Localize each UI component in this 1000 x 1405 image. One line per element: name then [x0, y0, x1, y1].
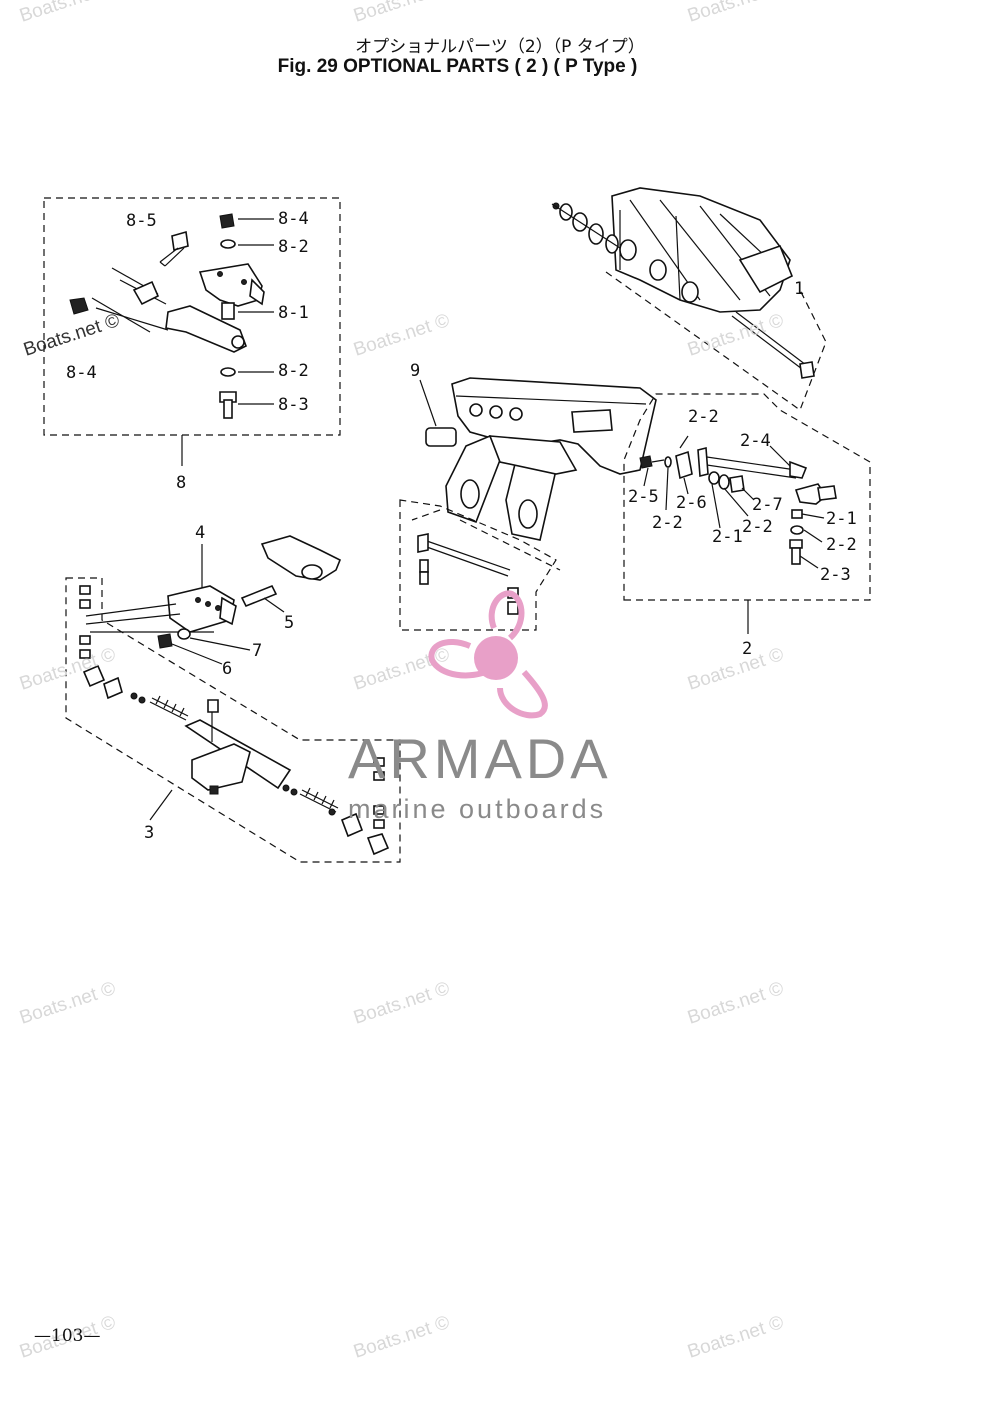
- figure-title: Fig. 29 OPTIONAL PARTS ( 2 ) ( P Type ): [277, 56, 638, 77]
- watermark: Boats.net ©: [685, 310, 786, 361]
- watermark: Boats.net ©: [351, 978, 452, 1029]
- callout-2-2-lower: 2-2: [742, 517, 773, 537]
- watermark: Boats.net ©: [17, 0, 118, 27]
- callout-4: 4: [195, 523, 205, 543]
- group-1-tilt-bracket: [551, 187, 827, 411]
- watermark: Boats.net ©: [685, 1312, 786, 1363]
- armada-logo: ARMADA marine outboards: [348, 590, 612, 824]
- callout-7: 7: [252, 641, 262, 661]
- callout-8-2: 8-2: [278, 237, 309, 257]
- watermark: Boats.net ©: [17, 978, 118, 1029]
- callout-2-1-lower: 2-1: [712, 527, 743, 547]
- callout-8-3: 8-3: [278, 395, 309, 415]
- watermark: Boats.net ©: [685, 644, 786, 695]
- group-2-tie-bar: [623, 393, 871, 634]
- group-8-steering-arm: [43, 197, 341, 466]
- callout-5: 5: [284, 613, 294, 633]
- propeller-icon: [428, 590, 548, 719]
- callout-2-2-mid: 2-2: [652, 513, 683, 533]
- page-number: —103—: [34, 1326, 101, 1346]
- callout-2-5: 2-5: [628, 487, 659, 507]
- logo-tagline: marine outboards: [348, 794, 606, 824]
- callout-2-1-right: 2-1: [826, 509, 857, 529]
- callout-8: 8: [176, 473, 186, 493]
- callout-8-4-left: 8-4: [66, 363, 97, 383]
- callout-2: 2: [742, 639, 752, 659]
- watermark: Boats.net ©: [17, 644, 118, 695]
- callout-2-6: 2-6: [676, 493, 707, 513]
- watermark: Boats.net ©: [351, 1312, 452, 1363]
- callout-2-3: 2-3: [820, 565, 851, 585]
- callout-2-7: 2-7: [752, 495, 783, 515]
- callout-2-2-right: 2-2: [826, 535, 857, 555]
- callout-8-4: 8-4: [278, 209, 309, 229]
- watermark: Boats.net ©: [685, 978, 786, 1029]
- watermark: Boats.net ©: [685, 0, 786, 27]
- callout-8-2-lower: 8-2: [278, 361, 309, 381]
- group-3-tie-bar-assembly: [65, 535, 401, 863]
- callout-1: 1: [794, 279, 804, 299]
- callout-9: 9: [410, 361, 420, 381]
- callout-2-4: 2-4: [740, 431, 771, 451]
- callout-8-1: 8-1: [278, 303, 309, 323]
- callout-2-2-top: 2-2: [688, 407, 719, 427]
- watermark: Boats.net ©: [351, 310, 452, 361]
- center-bracket-assembly: [399, 377, 657, 631]
- watermark: Boats.net ©: [351, 0, 452, 27]
- watermark: Boats.net ©: [21, 310, 122, 361]
- group-8-boundary: [43, 197, 341, 436]
- callout-8-5: 8-5: [126, 211, 157, 231]
- logo-wordmark: ARMADA: [348, 727, 612, 790]
- title-japanese: オプショナルパーツ（2）（P タイプ）: [355, 37, 645, 57]
- callout-6: 6: [222, 659, 232, 679]
- callout-labels: 8-5 8-4 8-2 8-1 8-4 8-2 8-3 8 9 1 2-2 2-…: [66, 209, 857, 843]
- callout-3: 3: [144, 823, 154, 843]
